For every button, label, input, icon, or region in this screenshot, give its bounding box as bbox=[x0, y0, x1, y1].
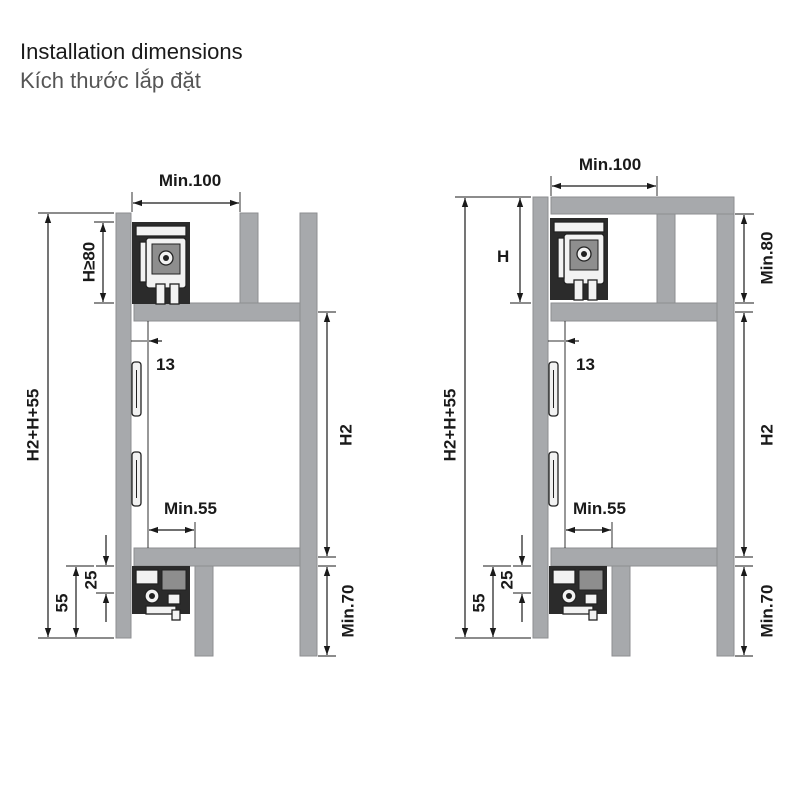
inset-label: 13 bbox=[156, 355, 175, 374]
top-rail-post bbox=[239, 212, 259, 304]
bottom-offset-label: 55 bbox=[469, 594, 488, 613]
header: Installation dimensions Kích thước lắp đ… bbox=[20, 38, 243, 96]
bottom-guide-icon bbox=[131, 565, 191, 621]
top-roller-icon bbox=[549, 217, 609, 301]
inset-label: 13 bbox=[576, 355, 595, 374]
page-subtitle: Kích thước lắp đặt bbox=[20, 68, 201, 93]
overall-height-label: H2+H+55 bbox=[440, 389, 459, 462]
base-height-label: Min.70 bbox=[757, 585, 776, 638]
top-cover bbox=[550, 196, 735, 215]
bottom-shelf bbox=[550, 547, 718, 567]
right-diagram: Min.100 H Min.80 H2+H+55 13 H2 Min.55 bbox=[440, 155, 776, 657]
top-height-label: H bbox=[497, 247, 509, 266]
top-roller-icon bbox=[131, 221, 191, 305]
hinge-bracket-icon bbox=[131, 361, 142, 417]
base-height-label: Min.70 bbox=[338, 585, 357, 638]
cabinet-height-label: H2 bbox=[336, 424, 355, 446]
hinge-bracket-icon bbox=[548, 361, 559, 417]
bottom-clearance-label: Min.55 bbox=[573, 499, 626, 518]
top-rail-post bbox=[656, 213, 676, 304]
guide-offset-label: 25 bbox=[497, 571, 516, 590]
overall-height-label: H2+H+55 bbox=[23, 389, 42, 462]
bottom-guide-icon bbox=[548, 565, 608, 621]
cabinet-height-label: H2 bbox=[757, 424, 776, 446]
cabinet-side-panel bbox=[299, 212, 318, 657]
top-shelf bbox=[133, 302, 301, 322]
top-width-label: Min.100 bbox=[579, 155, 641, 174]
bottom-offset-label: 55 bbox=[52, 594, 71, 613]
cabinet-side-panel bbox=[716, 213, 735, 657]
bottom-shelf bbox=[133, 547, 301, 567]
door-panel bbox=[532, 196, 549, 639]
door-panel bbox=[115, 212, 132, 639]
bottom-rail-post bbox=[611, 565, 631, 657]
top-shelf bbox=[550, 302, 718, 322]
top-clearance-label: Min.80 bbox=[757, 232, 776, 285]
guide-offset-label: 25 bbox=[81, 571, 100, 590]
bottom-clearance-label: Min.55 bbox=[164, 499, 217, 518]
left-diagram: Min.100 H≥80 H2+H+55 13 H2 Min.55 25 bbox=[23, 171, 357, 657]
top-height-label: H≥80 bbox=[79, 242, 98, 283]
hinge-bracket-icon bbox=[131, 451, 142, 507]
hinge-bracket-icon bbox=[548, 451, 559, 507]
page-title: Installation dimensions bbox=[20, 39, 243, 64]
bottom-rail-post bbox=[194, 565, 214, 657]
top-width-label: Min.100 bbox=[159, 171, 221, 190]
